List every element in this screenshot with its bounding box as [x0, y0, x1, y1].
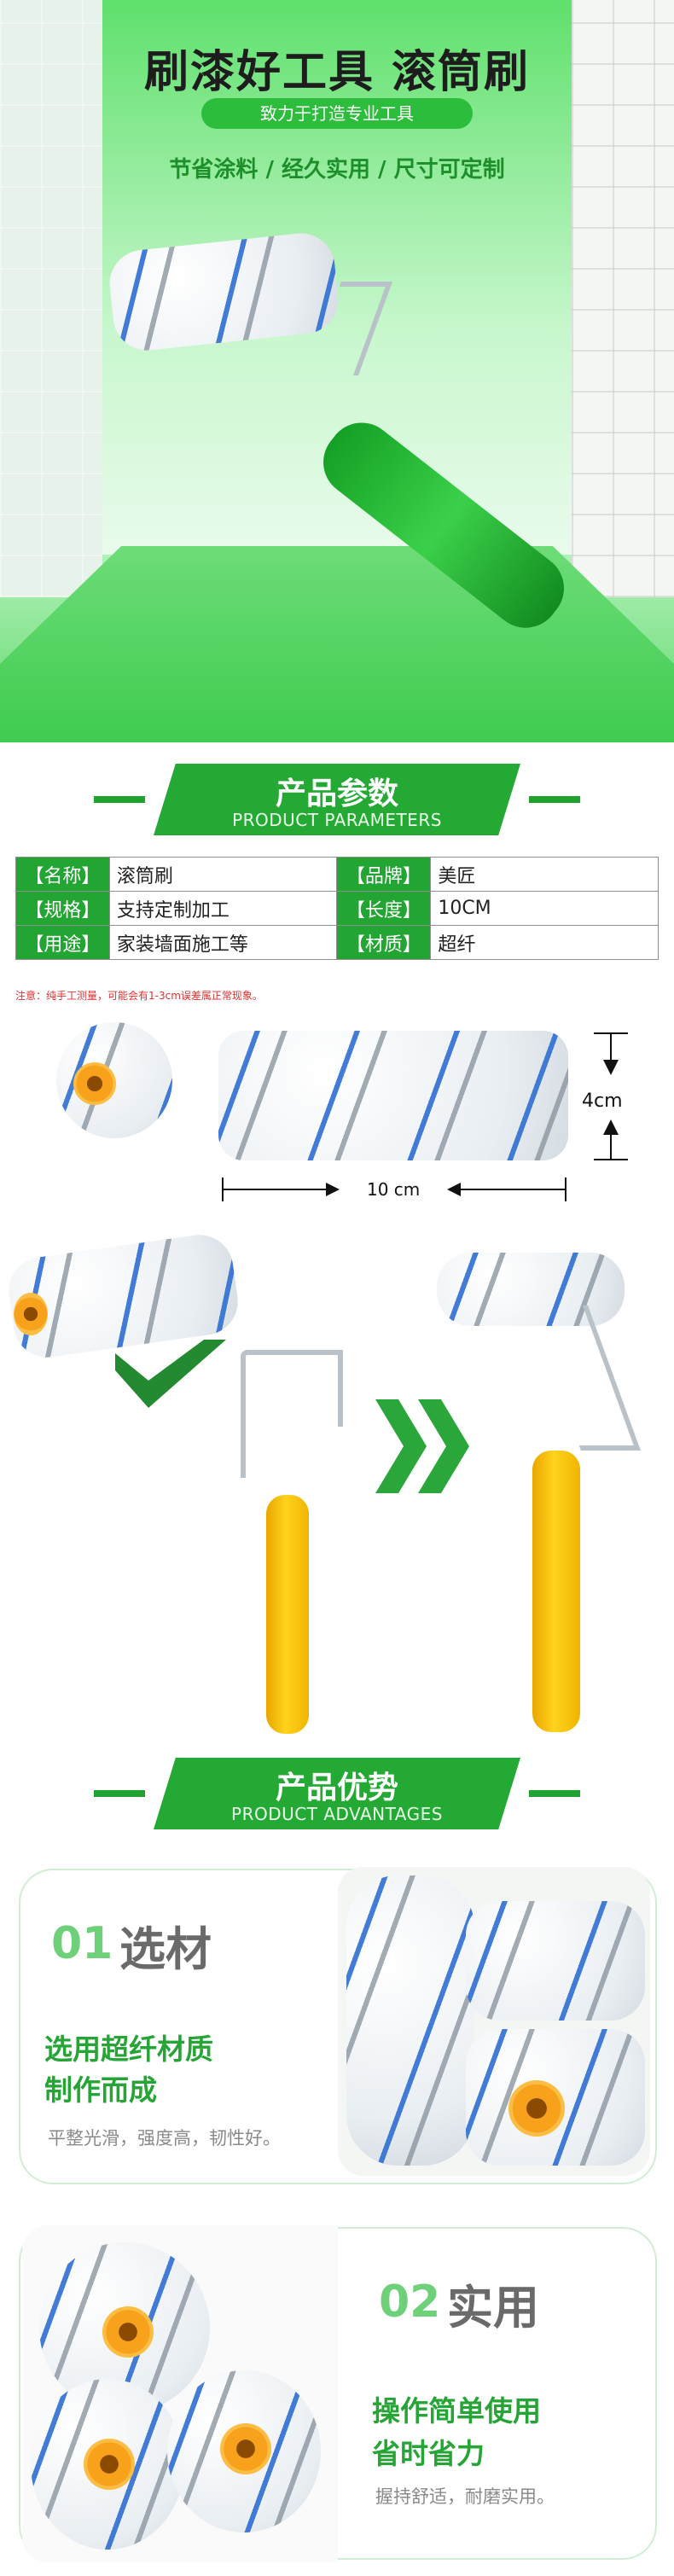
advantage-heading-line1: 选用超纤材质 — [44, 2032, 213, 2066]
roller-end-cap — [102, 2306, 154, 2358]
advantage-heading-line1: 操作简单使用 — [372, 2394, 541, 2428]
advantage-name: 实用 — [447, 2281, 539, 2335]
table-row: 【规格】 支持定制加工 【长度】 10CM — [15, 891, 659, 926]
dim-tick-right — [565, 1178, 567, 1201]
advantage-photo-02 — [22, 2225, 338, 2562]
arrow-up-icon — [603, 1119, 619, 1135]
param-key: 【用途】 — [15, 925, 110, 960]
roller-sleeve-right — [437, 1253, 625, 1326]
advantage-heading-line2: 制作而成 — [44, 2073, 157, 2107]
header-tag — [154, 1758, 520, 1829]
roller-wire-frame-right — [528, 1305, 641, 1451]
params-table: 【名称】 滚筒刷 【品牌】 美匠 【规格】 支持定制加工 【长度】 10CM 【… — [15, 857, 659, 960]
tile-wall-right — [572, 0, 674, 597]
yellow-handle-left — [266, 1495, 309, 1734]
roller-sleeve — [466, 1901, 645, 2021]
advantage-number: 02 — [379, 2277, 441, 2328]
advantage-heading-line2: 省时省力 — [372, 2437, 485, 2470]
yellow-handle-right — [532, 1451, 580, 1732]
hero-subtitle-pill — [201, 98, 473, 129]
params-subtitle: PRODUCT PARAMETERS — [232, 810, 442, 830]
height-label: 4cm — [582, 1090, 623, 1112]
roller-wire-frame-left — [241, 1350, 343, 1478]
dim-tick-bottom — [594, 1159, 628, 1160]
dim-tick-left — [222, 1178, 224, 1201]
roller-cap-left — [14, 1293, 48, 1335]
hero-banner: 刷漆好工具 滚筒刷 致力于打造专业工具 节省涂料 / 经久实用 / 尺寸可定制 — [0, 0, 674, 742]
header-bar-right — [529, 1790, 580, 1797]
roller-end-cap — [508, 2080, 565, 2137]
dim-tick-top — [594, 1032, 628, 1034]
param-key: 【规格】 — [15, 891, 110, 926]
measurement-note: 注意：纯手工测量，可能会有1-3cm误差属正常现象。 — [15, 990, 263, 1002]
param-value: 美匠 — [430, 857, 659, 892]
roller-wire-vertical — [338, 1350, 343, 1427]
advantage-name: 选材 — [119, 1922, 212, 1976]
roller-end-cap — [220, 2423, 271, 2474]
param-value: 10CM — [430, 891, 659, 926]
advantages-title: 产品优势 — [275, 1771, 398, 1806]
param-value: 滚筒刷 — [108, 857, 338, 892]
roller-end-cap — [73, 1062, 116, 1105]
roller-sleeve-measured — [218, 1031, 568, 1160]
header-bar-right — [529, 796, 580, 803]
param-key: 【名称】 — [15, 857, 110, 892]
table-row: 【名称】 滚筒刷 【品牌】 美匠 — [15, 857, 659, 892]
hero-title: 刷漆好工具 滚筒刷 — [143, 47, 531, 98]
tile-wall-left — [0, 0, 102, 597]
param-key: 【材质】 — [336, 925, 432, 960]
width-label: 10 cm — [367, 1179, 421, 1200]
params-section-header: 产品参数 PRODUCT PARAMETERS — [0, 762, 674, 839]
dim-line-bottom — [610, 1135, 612, 1159]
param-value: 支持定制加工 — [108, 891, 338, 926]
param-key: 【长度】 — [336, 891, 432, 926]
advantage-description: 平整光滑，强度高，韧性好。 — [48, 2128, 281, 2149]
advantage-photo-01 — [338, 1867, 650, 2176]
hero-features: 节省涂料 / 经久实用 / 尺寸可定制 — [169, 157, 505, 183]
roller-end-cap — [84, 2439, 135, 2490]
arrow-right-icon — [326, 1183, 340, 1196]
advantages-section-header: 产品优势 PRODUCT ADVANTAGES — [0, 1756, 674, 1833]
param-value: 超纤 — [430, 925, 659, 960]
hero-floor — [0, 546, 674, 742]
param-key: 【品牌】 — [336, 857, 432, 892]
arrow-left-icon — [447, 1183, 461, 1196]
header-bar-left — [94, 796, 145, 803]
params-title: 产品参数 — [275, 776, 398, 811]
advantages-subtitle: PRODUCT ADVANTAGES — [231, 1804, 443, 1824]
hero-subtitle: 致力于打造专业工具 — [260, 103, 414, 124]
arrow-down-icon — [603, 1060, 619, 1075]
dim-line-top — [610, 1034, 612, 1060]
header-tag — [154, 764, 520, 835]
table-row: 【用途】 家装墙面施工等 【材质】 超纤 — [15, 925, 659, 960]
advantage-number: 01 — [51, 1918, 113, 1969]
check-arrow-icon — [115, 1340, 226, 1408]
chevron-right-icon — [375, 1399, 427, 1493]
dim-line-left — [224, 1189, 326, 1190]
roller-sleeve — [346, 1875, 474, 2166]
dim-line-right — [461, 1189, 565, 1190]
param-value: 家装墙面施工等 — [108, 925, 338, 960]
advantage-description: 握持舒适，耐磨实用。 — [375, 2486, 555, 2507]
header-bar-left — [94, 1790, 145, 1797]
